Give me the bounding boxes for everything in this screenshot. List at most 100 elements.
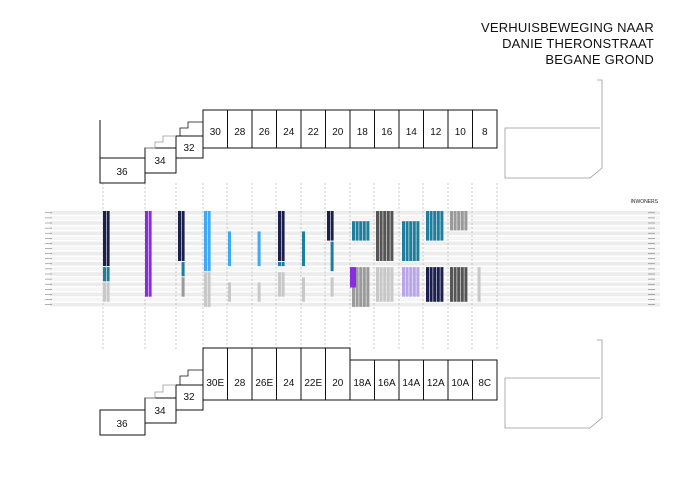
residence-bar [362, 221, 366, 241]
bottom-unit-16A-label: 16A [378, 378, 396, 389]
bottom-unit-14A-label: 14A [402, 378, 420, 389]
residence-bar [145, 211, 148, 297]
residence-bar [433, 267, 437, 302]
residence-bar [103, 282, 106, 302]
top-unit-16-box [374, 109, 400, 149]
residence-bar [390, 211, 394, 261]
bottom-unit-18A-box [349, 359, 375, 401]
residence-bar [207, 211, 211, 272]
residence-bar [412, 221, 416, 261]
title: VERHUISBEWEGING NAAR DANIE THERONSTRAAT … [481, 20, 654, 68]
residence-bar [383, 211, 387, 261]
residence-bar [436, 211, 440, 241]
top-unit-26-label: 26 [259, 127, 271, 138]
top-unit-16-label: 16 [381, 127, 393, 138]
band-row [50, 251, 660, 256]
band-row [50, 211, 660, 215]
residence-bar [103, 267, 106, 282]
bottom-unit-20-label: 20 [332, 378, 344, 389]
top-unit-24-box [276, 109, 302, 149]
residence-bar [204, 211, 207, 272]
top-unit-18-label: 18 [357, 127, 369, 138]
band-row [50, 262, 660, 266]
residence-bar [359, 221, 363, 241]
top-unit-8-label: 8 [482, 127, 488, 138]
top-unit-32-box [175, 135, 204, 159]
residence-bar [390, 267, 394, 302]
residence-bar [204, 272, 207, 307]
bottom-unit-36-box [99, 409, 146, 436]
top-unit-18-box [349, 109, 375, 149]
bottom-unit-36-label: 36 [116, 419, 128, 430]
residence-bar [302, 277, 305, 302]
top-unit-8-box [472, 109, 498, 149]
residence-bar [409, 221, 413, 261]
residence-bar [386, 211, 390, 261]
residence-bar [457, 267, 461, 302]
title-line-3: BEGANE GROND [545, 52, 654, 67]
residence-bar [409, 267, 413, 297]
top-unit-14-label: 14 [406, 127, 418, 138]
residence-bar [355, 221, 359, 241]
residence-bar [228, 282, 231, 302]
bottom-unit-24-label: 24 [283, 378, 295, 389]
bottom-unit-30E-box [202, 347, 228, 401]
residence-bar [429, 211, 433, 241]
residence-bar [376, 267, 379, 302]
bottom-unit-30E-label: 30E [206, 378, 224, 389]
bottom-stair-steps [145, 384, 176, 399]
residence-bar [327, 211, 330, 241]
right-neighbour-bottom [504, 339, 603, 429]
top-stair-steps [145, 135, 176, 149]
residence-bar [440, 211, 444, 241]
residence-bar [257, 282, 261, 302]
residence-bar [106, 267, 110, 282]
top-stair-steps-2 [176, 121, 203, 137]
residence-bar [302, 231, 305, 267]
bottom-unit-22E-box [300, 347, 326, 401]
bottom-unit-28-box [227, 347, 253, 401]
top-unit-36-box [99, 157, 146, 184]
residence-bar [207, 272, 211, 307]
top-unit-22-box [300, 109, 326, 149]
residence-bar [453, 267, 457, 302]
bottom-unit-26E-box [251, 347, 277, 401]
inwoners-label: INWONERS [631, 199, 659, 205]
residence-bar [181, 211, 185, 261]
top-unit-22-label: 22 [308, 127, 320, 138]
top-unit-12-label: 12 [430, 127, 442, 138]
top-unit-36-label: 36 [116, 167, 128, 178]
residence-bar [440, 267, 444, 302]
residence-bar [228, 231, 231, 267]
residence-bar [416, 267, 420, 297]
top-unit-32-label: 32 [183, 143, 195, 154]
residence-bar [429, 267, 433, 302]
residence-bar [412, 267, 416, 297]
residence-bar [460, 211, 464, 231]
residence-bar [426, 211, 429, 241]
residence-bar [278, 211, 281, 261]
top-unit-20-box [325, 109, 351, 149]
band-row [50, 246, 660, 251]
residence-bar [405, 221, 409, 261]
bottom-stair-steps-2 [176, 369, 203, 386]
residence-bar [383, 267, 387, 302]
bottom-unit-18A-label: 18A [353, 378, 371, 389]
bottom-unit-10A-label: 10A [451, 378, 469, 389]
top-unit-30-label: 30 [210, 127, 222, 138]
residence-bar [178, 211, 181, 261]
residence-bar [433, 211, 437, 241]
residence-bar [281, 262, 285, 267]
residence-bar [106, 211, 110, 267]
residence-bar [359, 267, 363, 307]
bottom-unit-20-box [325, 347, 351, 401]
residence-bar [257, 231, 261, 267]
right-neighbour-top [504, 79, 603, 179]
bottom-unit-34-label: 34 [154, 406, 166, 417]
residence-bar [366, 267, 370, 307]
top-unit-20-label: 20 [332, 127, 344, 138]
residence-bar [450, 267, 453, 302]
residence-bar [352, 221, 355, 241]
